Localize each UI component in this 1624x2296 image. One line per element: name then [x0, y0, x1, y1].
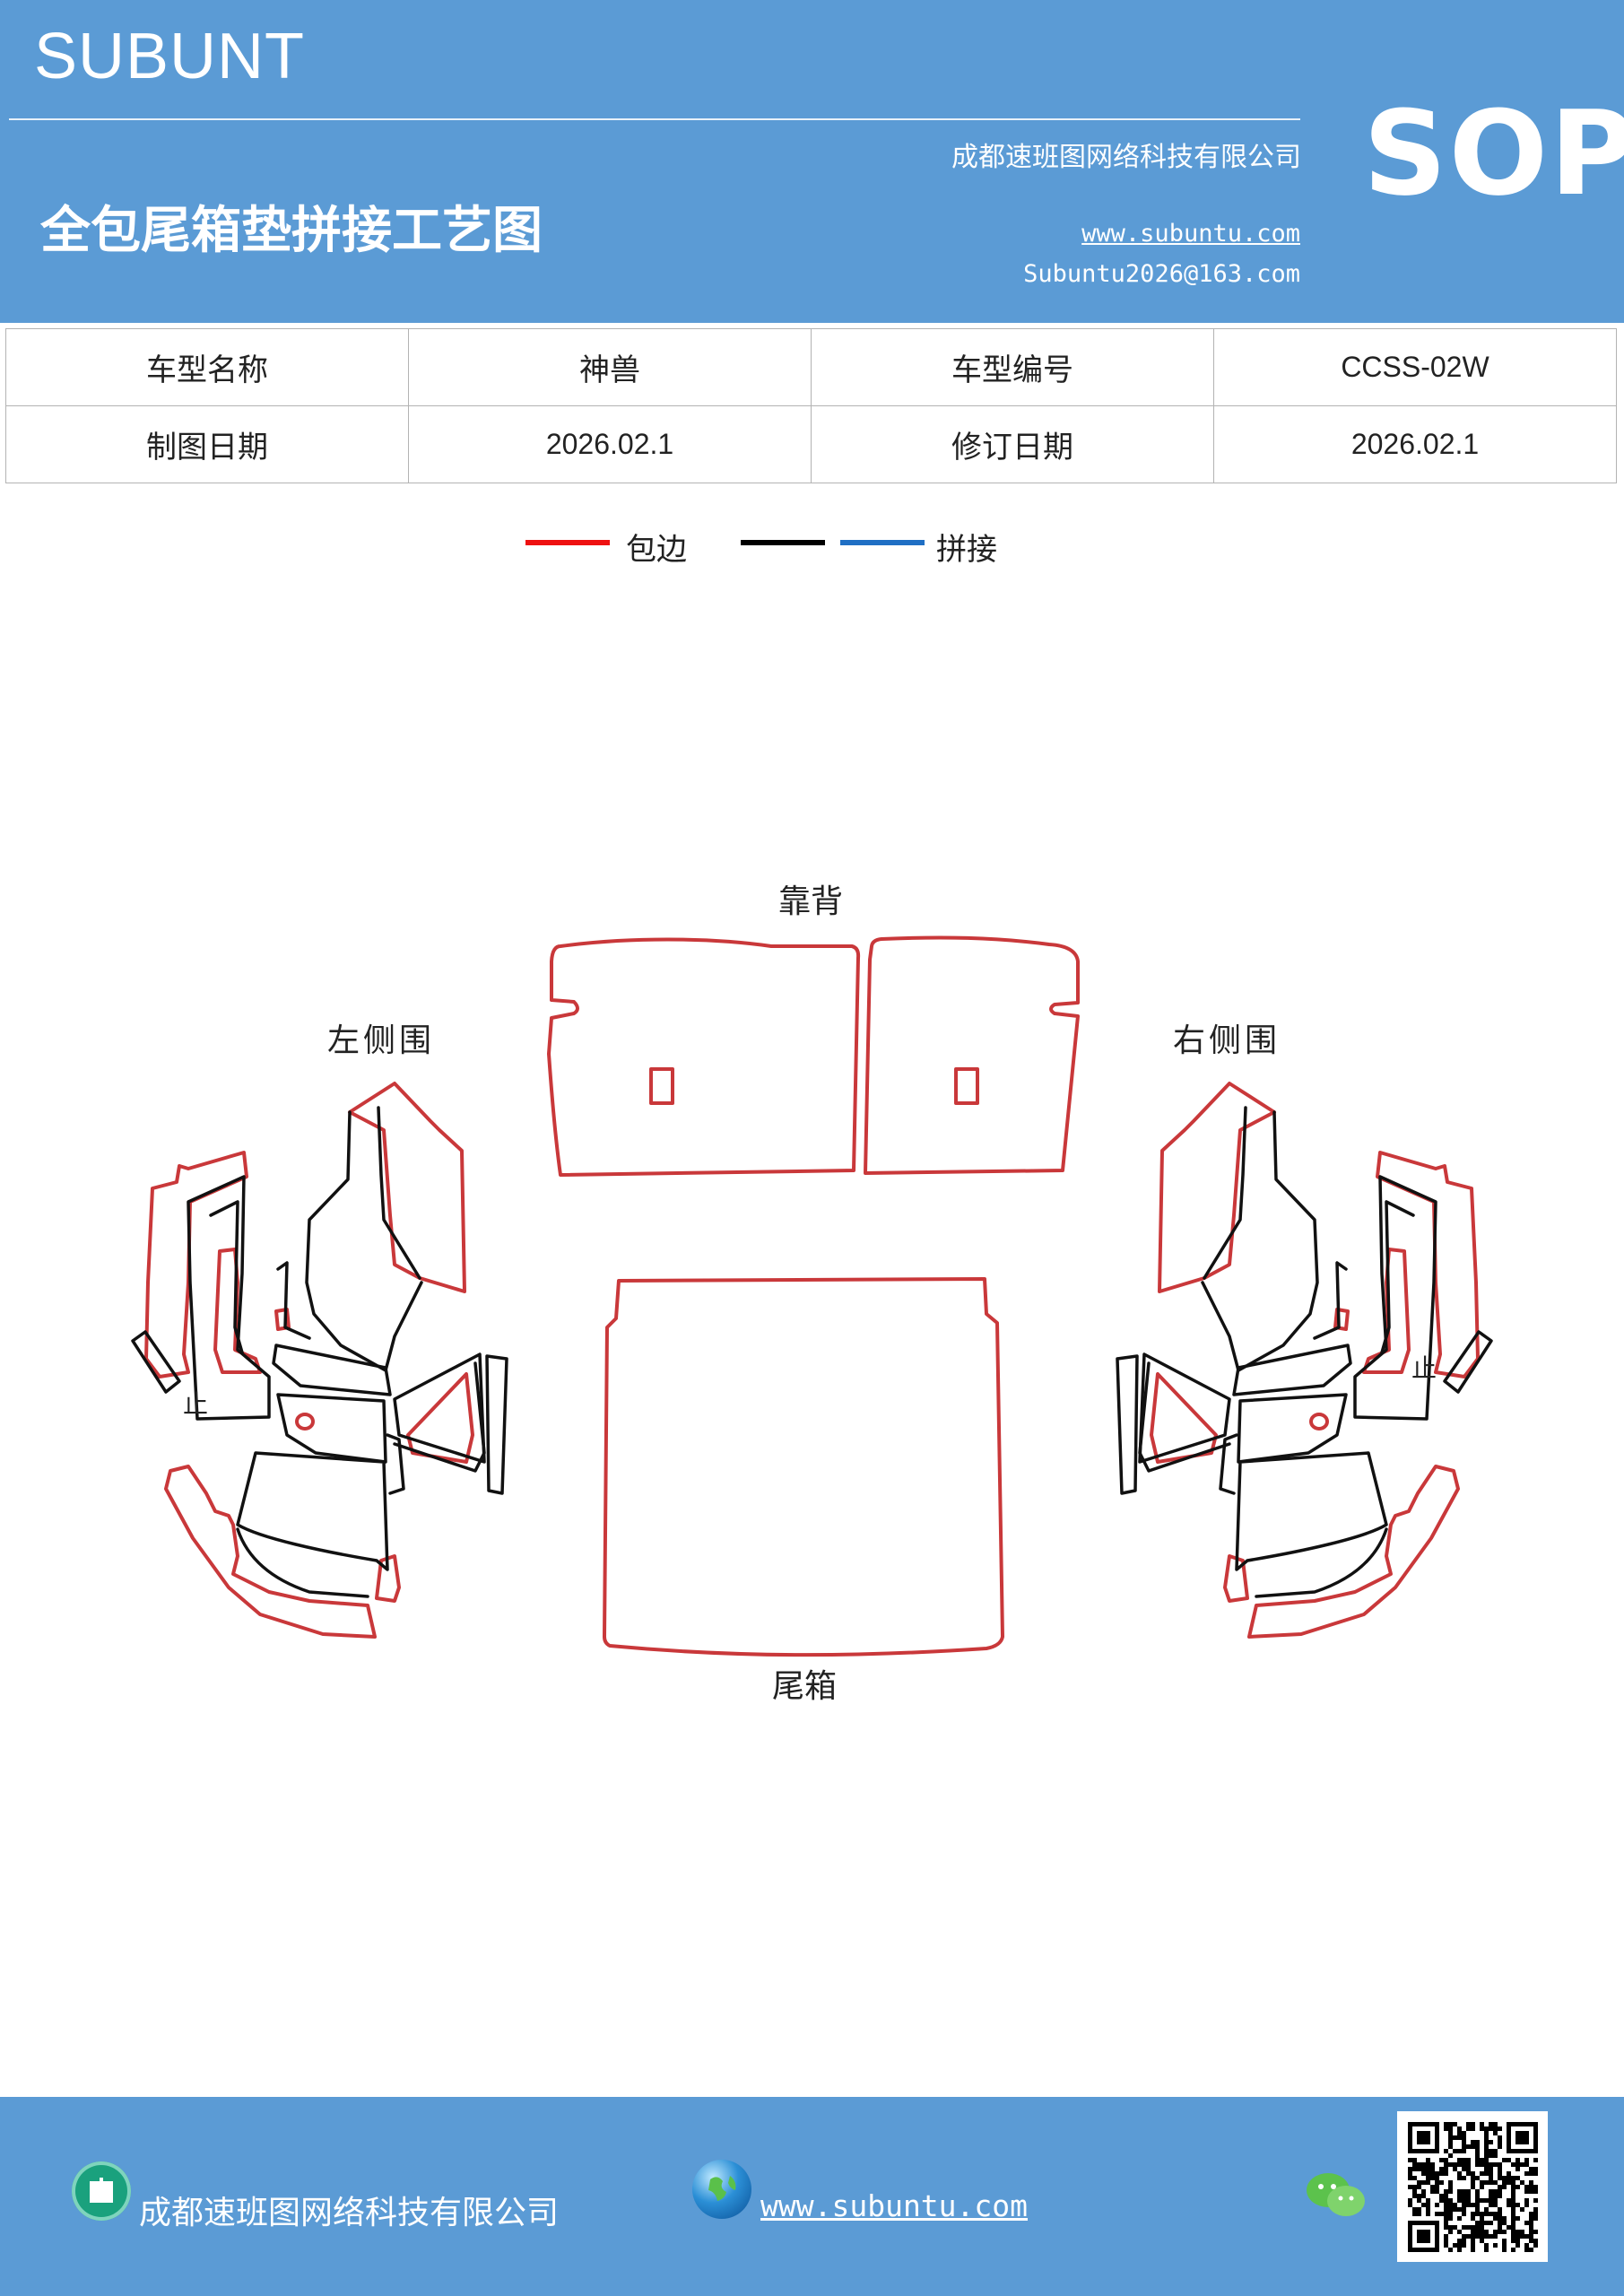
right-side-hole	[1309, 1413, 1329, 1431]
label-stop-left: 止	[183, 1389, 208, 1419]
globe-icon	[692, 2160, 751, 2219]
legend-swatch-black	[741, 540, 825, 545]
model-code-value: CCSS-02W	[1213, 328, 1617, 406]
line-legend: 包边 拼接	[0, 525, 1624, 570]
right-side-bottom-tail	[1223, 1554, 1249, 1603]
left-side-edge-strip	[144, 1151, 248, 1378]
right-side-arc-edge	[1247, 1465, 1460, 1639]
email-address: Subuntu2026@163.com	[1023, 260, 1300, 288]
label-right-side: 右侧围	[1173, 1022, 1281, 1059]
company-name: 成都速班图网络科技有限公司	[951, 142, 1301, 173]
left-side-top-edge	[348, 1082, 466, 1293]
sop-badge: SOP	[1363, 85, 1624, 222]
revise-date-label: 修订日期	[811, 405, 1214, 483]
legend-label-seam: 拼接	[936, 532, 997, 568]
left-side-bottom-tail	[375, 1554, 401, 1603]
right-side-edge-strip	[1376, 1151, 1480, 1378]
website-link[interactable]: www.subuntu.com	[1081, 220, 1300, 248]
header-divider	[9, 118, 1300, 120]
label-backrest: 靠背	[778, 883, 843, 920]
backrest-right-panel	[864, 935, 1080, 1175]
draw-date-value: 2026.02.1	[408, 405, 812, 483]
revise-date-value: 2026.02.1	[1213, 405, 1617, 483]
left-side-seams	[131, 1106, 508, 1598]
brand-name: SUBUNT	[34, 21, 306, 92]
trunk-mat-diagram: 靠背 左侧围 右侧围 尾箱 止 止	[131, 883, 1493, 1705]
model-name-label: 车型名称	[5, 328, 409, 406]
label-trunk: 尾箱	[772, 1668, 837, 1705]
qr-code	[1397, 2111, 1548, 2262]
footer-website-link[interactable]: www.subuntu.com	[760, 2188, 1029, 2223]
footer-company-name: 成都速班图网络科技有限公司	[139, 2195, 560, 2231]
wechat-icon[interactable]	[1305, 2169, 1368, 2226]
footer-banner: 成都速班图网络科技有限公司 www.subuntu.com	[0, 2097, 1624, 2296]
left-side-hole	[295, 1413, 315, 1431]
label-left-side: 左侧围	[327, 1022, 435, 1059]
document-title: 全包尾箱垫拼接工艺图	[40, 202, 543, 260]
trunk-floor-panel	[603, 1277, 1004, 1657]
backrest-left-clip	[649, 1067, 674, 1105]
model-name-value: 神兽	[408, 328, 812, 406]
label-stop-right: 止	[1411, 1353, 1437, 1383]
header-banner: SUBUNT 成都速班图网络科技有限公司 全包尾箱垫拼接工艺图 www.subu…	[0, 0, 1624, 323]
legend-label-binding: 包边	[626, 532, 687, 568]
building-icon	[72, 2161, 131, 2221]
left-side-arc-edge	[164, 1465, 377, 1639]
backrest-right-clip	[954, 1067, 979, 1105]
vehicle-info-table: 车型名称 神兽 车型编号 CCSS-02W 制图日期 2026.02.1 修订日…	[5, 328, 1617, 483]
model-code-label: 车型编号	[811, 328, 1214, 406]
legend-swatch-seam	[840, 540, 925, 545]
draw-date-label: 制图日期	[5, 405, 409, 483]
right-side-top-edge	[1158, 1082, 1276, 1293]
legend-swatch-binding	[525, 540, 610, 545]
table-row: 车型名称 神兽 车型编号 CCSS-02W	[5, 328, 1617, 406]
table-row: 制图日期 2026.02.1 修订日期 2026.02.1	[5, 405, 1617, 483]
right-side-seams	[1116, 1106, 1493, 1598]
backrest-left-panel	[547, 937, 861, 1177]
